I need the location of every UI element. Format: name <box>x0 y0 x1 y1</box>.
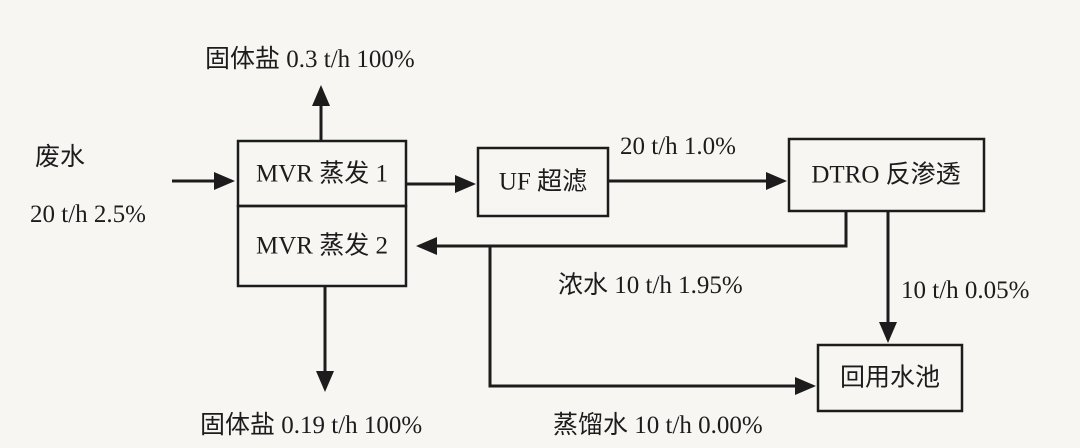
node-reuse-water-pool-box <box>816 343 964 413</box>
arrow-distillate-to-pool <box>488 246 816 395</box>
node-uf-ultrafiltration-label: UF 超滤 <box>499 168 587 196</box>
node-uf-ultrafiltration-box <box>476 146 610 218</box>
label-dtro-permeate-rate: 10 t/h 0.05% <box>901 277 1029 304</box>
node-mvr-evaporator-2: MVR 蒸发 2 <box>236 204 408 288</box>
node-reuse-water-pool-label: 回用水池 <box>840 364 940 392</box>
node-mvr-evaporator-1-label: MVR 蒸发 1 <box>256 160 388 188</box>
label-distillate-stream: 蒸馏水 10 t/h 0.00% <box>553 411 763 439</box>
label-concentrate-stream: 浓水 10 t/h 1.95% <box>558 271 743 299</box>
arrow-concentrate-return <box>416 211 848 255</box>
node-dtro-reverse-osmosis-label: DTRO 反渗透 <box>811 161 960 189</box>
node-reuse-water-pool: 回用水池 <box>816 343 964 413</box>
label-feed-rate: 20 t/h 2.5% <box>30 201 146 228</box>
label-solid-salt-bottom: 固体盐 0.19 t/h 100% <box>200 411 422 439</box>
node-mvr-evaporator-2-label: MVR 蒸发 2 <box>256 232 388 260</box>
node-mvr-evaporator-2-box <box>236 204 408 288</box>
node-dtro-reverse-osmosis: DTRO 反渗透 <box>787 137 986 213</box>
node-mvr-evaporator-1: MVR 蒸发 1 <box>236 139 408 208</box>
label-uf-to-dtro-rate: 20 t/h 1.0% <box>620 133 736 160</box>
label-wastewater-feed: 废水 <box>35 143 85 171</box>
node-dtro-reverse-osmosis-box <box>787 137 986 213</box>
node-uf-ultrafiltration: UF 超滤 <box>476 146 610 218</box>
label-solid-salt-top: 固体盐 0.3 t/h 100% <box>205 45 415 73</box>
